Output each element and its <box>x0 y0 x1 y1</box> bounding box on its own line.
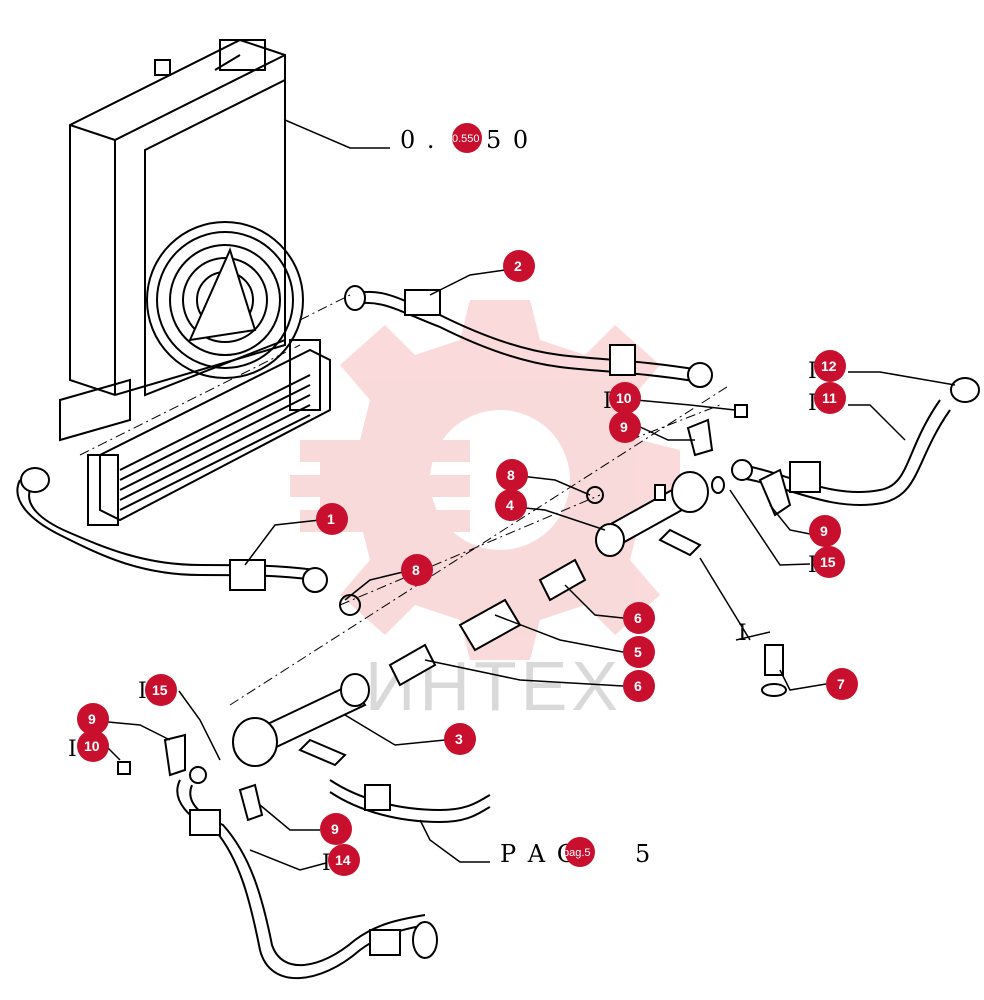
ref-top-badge[interactable]: 0.550 <box>452 133 480 145</box>
hose-bottom-left <box>163 733 438 980</box>
ref-top-prefix: 0 . <box>400 126 437 154</box>
hose-1 <box>16 467 328 593</box>
callout-15a[interactable]: 15 <box>813 546 845 578</box>
svg-text:9: 9 <box>620 419 628 435</box>
svg-text:7: 7 <box>837 676 845 692</box>
svg-text:6: 6 <box>634 678 642 694</box>
svg-text:15: 15 <box>820 554 836 570</box>
leader-lines <box>107 119 956 871</box>
callout-12[interactable]: 12 <box>814 350 846 382</box>
oil-cooler <box>87 339 331 526</box>
callout-1[interactable]: 1 <box>316 503 348 535</box>
ref-top-badge-bg[interactable] <box>452 123 482 153</box>
svg-text:10: 10 <box>84 738 100 754</box>
svg-text:6: 6 <box>634 610 642 626</box>
hose-2 <box>344 285 713 388</box>
l-mark: I <box>603 389 612 414</box>
l-mark: I <box>808 391 817 416</box>
callout-6a[interactable]: 6 <box>623 602 655 634</box>
svg-text:2: 2 <box>514 258 522 274</box>
manifold-upper <box>595 471 709 557</box>
fittings-middle <box>339 486 604 687</box>
radiator-assembly <box>59 38 304 442</box>
ref-bottom-suffix: 5 <box>635 840 652 868</box>
l-mark: I <box>808 553 817 578</box>
svg-text:8: 8 <box>412 562 420 578</box>
callout-7[interactable]: 7 <box>826 668 858 700</box>
ref-top-suffix: 5 0 <box>486 126 530 154</box>
svg-text:8: 8 <box>507 467 515 483</box>
ref-bottom-prefix: P A G <box>500 840 578 868</box>
l-mark: I <box>738 621 747 646</box>
manifold-lower <box>232 673 370 767</box>
callout-10a[interactable]: 10 <box>609 382 641 414</box>
callout-5[interactable]: 5 <box>623 636 655 668</box>
hose-bottom-right <box>329 779 491 824</box>
svg-text:12: 12 <box>821 358 837 374</box>
svg-text:11: 11 <box>822 390 837 406</box>
ref-bottom-badge-bg[interactable] <box>565 837 595 867</box>
svg-text:10: 10 <box>616 390 632 406</box>
callout-14[interactable]: 14 <box>328 844 360 876</box>
callout-9a[interactable]: 9 <box>609 411 641 443</box>
l-mark: I <box>68 737 77 762</box>
svg-text:4: 4 <box>506 497 514 513</box>
callout-8a[interactable]: 8 <box>496 459 528 491</box>
l-mark: I <box>322 851 331 876</box>
svg-text:9: 9 <box>88 711 96 727</box>
callout-9d[interactable]: 9 <box>320 813 352 845</box>
callout-6b[interactable]: 6 <box>623 670 655 702</box>
hose-right <box>711 377 980 517</box>
callout-3[interactable]: 3 <box>444 723 476 755</box>
callout-9b[interactable]: 9 <box>809 515 841 547</box>
svg-text:1: 1 <box>327 511 335 527</box>
bolts <box>117 404 787 775</box>
callout-4[interactable]: 4 <box>495 489 527 521</box>
callout-2[interactable]: 2 <box>503 250 535 282</box>
svg-text:9: 9 <box>331 821 339 837</box>
callout-10b[interactable]: 10 <box>77 730 109 762</box>
ref-bottom-badge[interactable]: pag.5 <box>563 847 591 859</box>
l-mark: I <box>808 359 817 384</box>
svg-text:5: 5 <box>634 644 642 660</box>
l-mark: I <box>138 679 147 704</box>
svg-text:9: 9 <box>820 523 828 539</box>
svg-text:15: 15 <box>152 682 168 698</box>
callout-15b[interactable]: 15 <box>145 674 177 706</box>
svg-text:3: 3 <box>455 731 463 747</box>
callout-9c[interactable]: 9 <box>77 703 109 735</box>
callout-11[interactable]: 11 <box>814 382 846 414</box>
callout-8b[interactable]: 8 <box>401 554 433 586</box>
svg-text:14: 14 <box>335 852 351 868</box>
